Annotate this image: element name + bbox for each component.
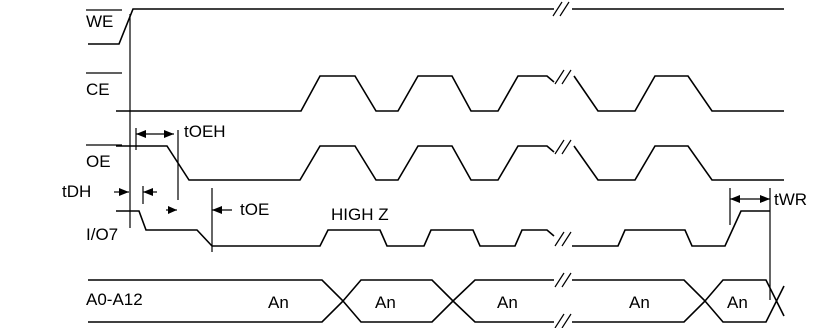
io7-waveform-tail: [572, 210, 770, 247]
addr-label: A0-A12: [86, 290, 143, 309]
ce-label: CE: [86, 80, 110, 99]
tdh-marker: [114, 186, 157, 204]
io7-waveform: [116, 210, 555, 247]
ce-waveform-tail: [573, 75, 784, 112]
addr-bus-bottom-tail: [572, 285, 785, 323]
toeh-label: tOEH: [184, 122, 226, 141]
addr-break-icon-top: [554, 272, 572, 288]
io7-break-icon: [554, 231, 572, 247]
oe-label: OE: [86, 152, 111, 171]
tdh-label: tDH: [62, 182, 91, 201]
ce-break-icon: [554, 69, 572, 85]
oe-waveform-tail: [573, 145, 784, 181]
addr-bus-top: [88, 279, 554, 303]
addr-bus-top-tail: [572, 279, 785, 317]
addr-bus-bottom: [88, 299, 554, 323]
we-break-icon: [552, 1, 570, 17]
io7-label: I/O7: [86, 225, 118, 244]
toeh-marker: [135, 128, 174, 150]
address-cell: An: [727, 293, 748, 312]
we-label: WE: [86, 12, 113, 31]
toe-marker: [166, 206, 232, 214]
addr-break-icon-bottom: [554, 313, 572, 328]
address-cell: An: [497, 293, 518, 312]
address-cell: An: [375, 293, 396, 312]
high-z-label: HIGH Z: [331, 205, 389, 224]
we-waveform: [88, 8, 554, 45]
toe-label: tOE: [240, 200, 269, 219]
address-cell: An: [629, 293, 650, 312]
oe-break-icon: [554, 139, 572, 155]
ce-waveform: [116, 75, 555, 112]
twr-marker: [730, 195, 770, 203]
address-cell: An: [268, 293, 289, 312]
oe-waveform: [116, 145, 555, 181]
twr-label: tWR: [774, 190, 807, 209]
